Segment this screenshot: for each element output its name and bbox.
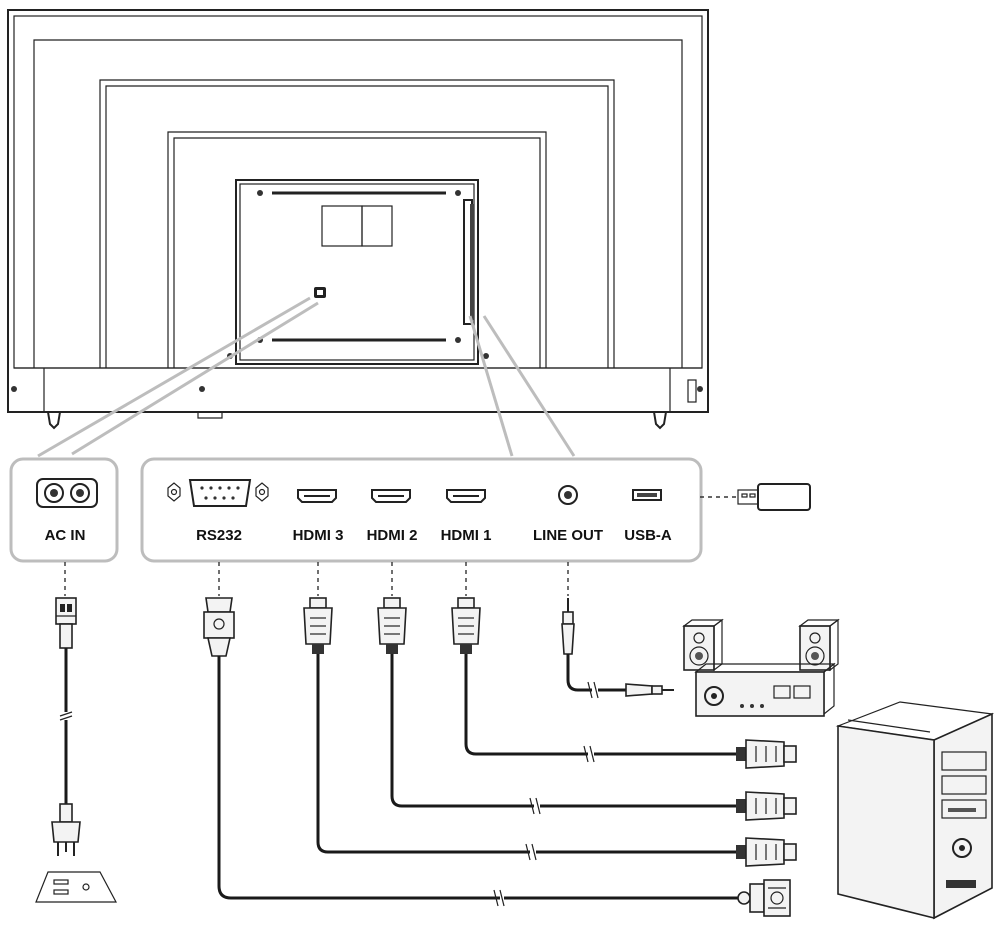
- hdmi3-port-icon: [297, 489, 337, 503]
- hdmi3-plug-top-icon: [309, 597, 327, 609]
- hdmi3-plug-end-icon: [736, 837, 797, 867]
- rs232-label: RS232: [196, 527, 242, 544]
- hdmi1-plug-end-icon: [736, 739, 797, 769]
- hdmi1-label: HDMI 1: [441, 527, 492, 544]
- hdmi2-cable: [377, 597, 797, 821]
- rs232-plug-end-icon: [737, 879, 791, 917]
- rear-panel: [235, 179, 479, 365]
- ac-in-port-icon: [36, 478, 98, 508]
- usb-a-label: USB-A: [624, 527, 672, 544]
- tv-rear: [7, 9, 709, 458]
- rs232-plug-top-icon: [205, 597, 233, 613]
- tv-foot-right: [653, 411, 667, 430]
- hdmi3-label: HDMI 3: [293, 527, 344, 544]
- vesa-plate-left: [321, 205, 363, 247]
- hdmi1-plug-top-icon: [457, 597, 475, 609]
- tv-foot-left: [47, 411, 61, 430]
- audio-cable: [561, 598, 674, 699]
- tv-outer-frame: [7, 9, 709, 413]
- rs232-cable: [203, 597, 791, 917]
- hdmi2-plug-end-icon: [736, 791, 797, 821]
- usb-flash-drive-icon: [737, 483, 811, 511]
- wall-plug-icon: [51, 821, 81, 843]
- hdmi1-port-icon: [446, 489, 486, 503]
- hdmi2-label: HDMI 2: [367, 527, 418, 544]
- drive-bay-icon: [941, 751, 987, 771]
- io-callout: [140, 457, 703, 563]
- ac-in-callout: [9, 457, 119, 563]
- power-button-icon: [952, 838, 972, 858]
- rs232-port-icon: [167, 479, 269, 507]
- hdmi1-cable: [451, 597, 797, 769]
- usb-a-port-icon: [632, 489, 662, 501]
- hdmi2-plug-top-icon: [383, 597, 401, 609]
- amplifier-icon: [695, 671, 825, 717]
- audio-plug-end-icon: [625, 683, 653, 697]
- hdmi3-cable: [303, 597, 797, 867]
- wall-outlet-icon: [35, 871, 117, 903]
- ac-in-label: AC IN: [45, 527, 86, 544]
- vesa-plate-right: [361, 205, 393, 247]
- hdmi2-port-icon: [371, 489, 411, 503]
- power-cord: [35, 597, 117, 903]
- audio-system-icon: [682, 618, 840, 717]
- line-out-port-icon: [558, 485, 578, 505]
- line-out-label: LINE OUT: [533, 527, 603, 544]
- ac-connector-icon: [55, 597, 77, 625]
- pc-tower-icon: [835, 701, 995, 920]
